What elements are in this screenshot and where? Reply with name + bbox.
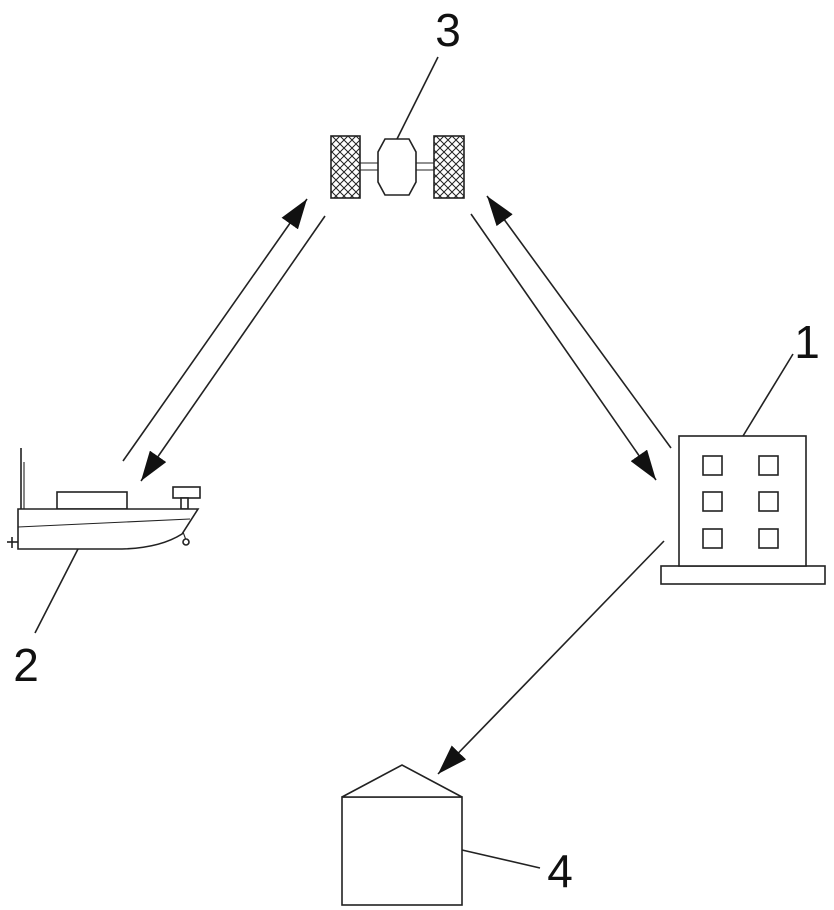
boat-radar bbox=[173, 487, 200, 509]
arrow-building-to-silo bbox=[438, 541, 664, 774]
solar-panel-left bbox=[331, 136, 360, 198]
link-building-silo bbox=[438, 541, 664, 774]
link-boat-satellite bbox=[123, 199, 325, 481]
label-silo: 4 bbox=[547, 845, 573, 897]
panel-arm-right bbox=[416, 163, 434, 170]
building-window bbox=[703, 492, 722, 511]
arrow-satellite-to-boat bbox=[141, 216, 325, 481]
boat-cabin bbox=[57, 492, 127, 509]
solar-panel-right bbox=[434, 136, 464, 198]
arrow-building-to-satellite bbox=[487, 196, 671, 448]
arrow-satellite-to-building bbox=[471, 214, 656, 480]
building-window bbox=[703, 456, 722, 475]
label-building: 1 bbox=[794, 316, 820, 368]
boat bbox=[7, 448, 200, 549]
silo-roof bbox=[342, 765, 462, 797]
building-body bbox=[679, 436, 806, 566]
satellite bbox=[331, 136, 464, 198]
boat-propeller bbox=[183, 532, 189, 545]
building-base bbox=[661, 566, 825, 584]
leader-line-satellite bbox=[397, 57, 438, 139]
building-window bbox=[703, 529, 722, 548]
silo-body bbox=[342, 797, 462, 905]
link-satellite-building bbox=[471, 196, 671, 480]
boat-hull bbox=[18, 509, 198, 549]
label-satellite: 3 bbox=[435, 4, 461, 56]
arrow-boat-to-satellite bbox=[123, 199, 307, 461]
leader-line-silo bbox=[462, 850, 540, 868]
silo bbox=[342, 765, 462, 905]
building-window bbox=[759, 529, 778, 548]
label-boat: 2 bbox=[13, 639, 39, 691]
leader-line-building bbox=[743, 354, 793, 436]
leader-line-boat bbox=[35, 549, 78, 633]
satellite-body bbox=[378, 139, 416, 195]
building-window bbox=[759, 492, 778, 511]
boat-rudder bbox=[7, 537, 18, 548]
building bbox=[661, 436, 825, 584]
building-window bbox=[759, 456, 778, 475]
panel-arm-left bbox=[360, 163, 378, 170]
